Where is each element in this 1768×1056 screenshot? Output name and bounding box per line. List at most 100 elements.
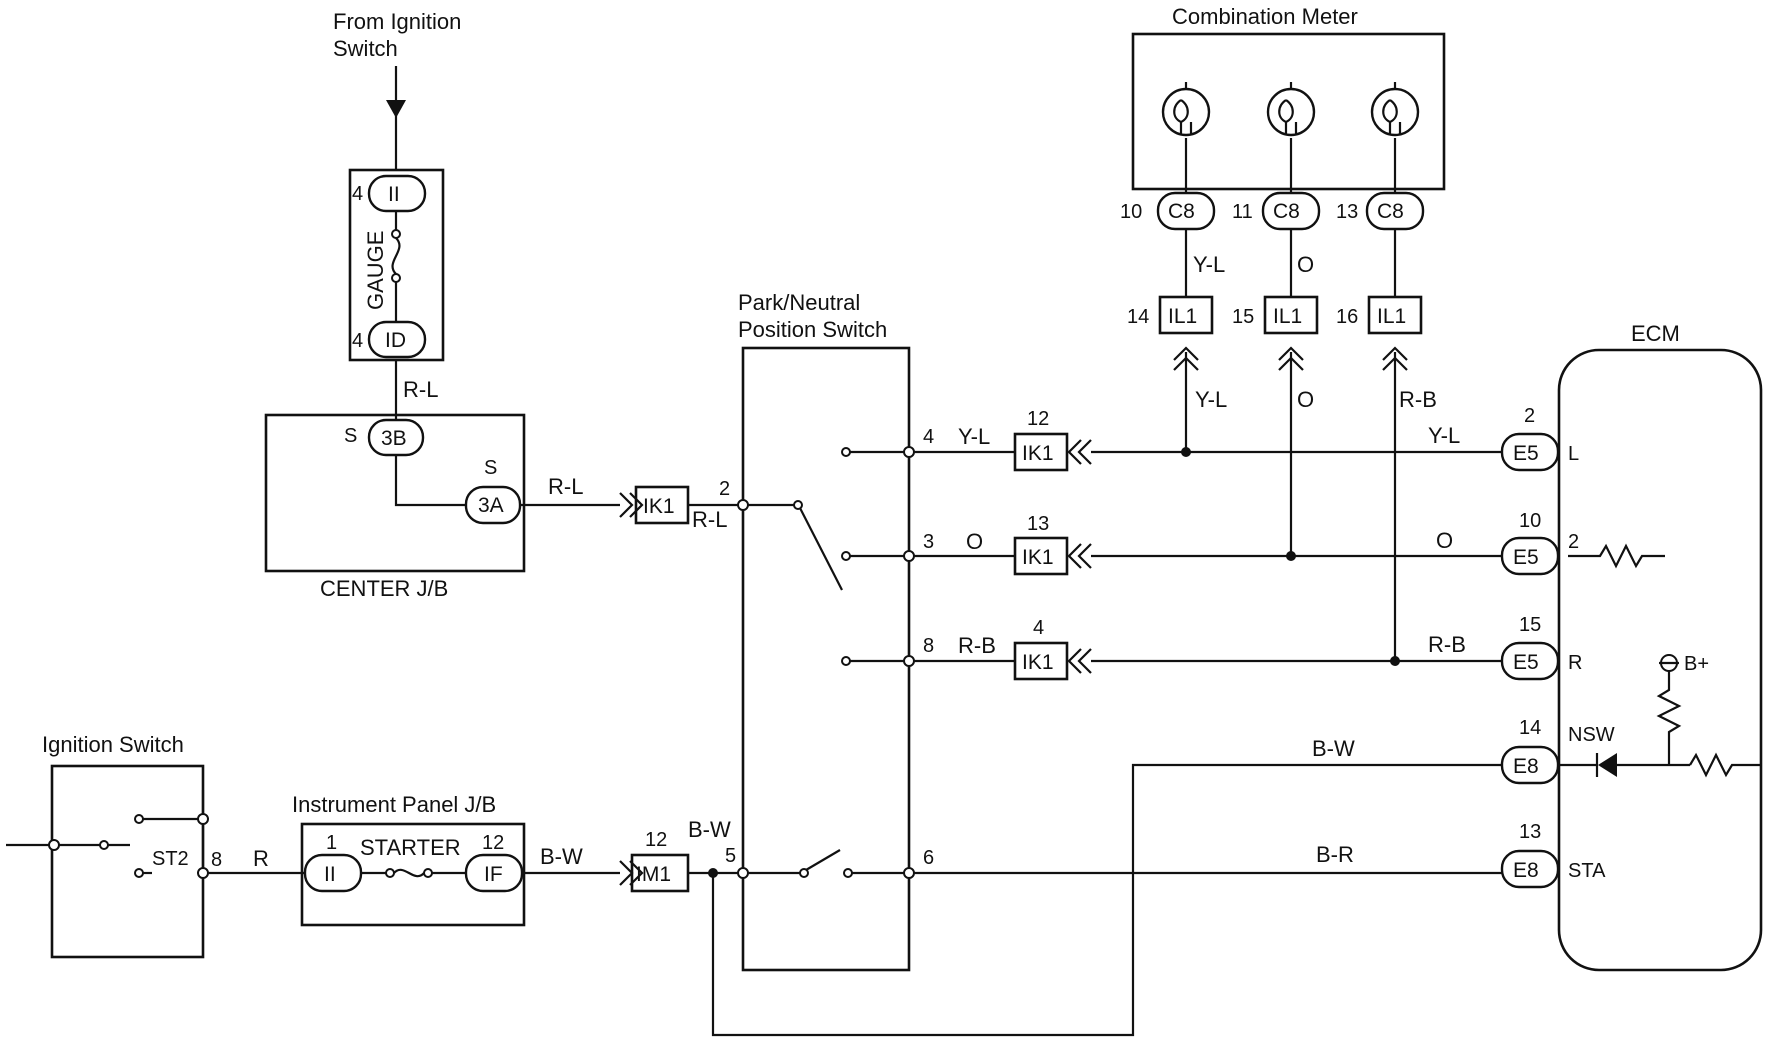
svg-text:B-W: B-W: [540, 844, 583, 869]
svg-text:IK1: IK1: [1022, 546, 1054, 569]
svg-text:R: R: [1568, 652, 1582, 674]
bw-loop-wire: [711, 763, 1502, 1037]
from-ignition-label: From Ignition Switch: [333, 9, 461, 61]
svg-text:CENTER J/B: CENTER J/B: [320, 576, 448, 601]
svg-text:10: 10: [1519, 510, 1541, 532]
svg-text:C8: C8: [1168, 200, 1195, 223]
svg-text:3A: 3A: [478, 494, 504, 517]
svg-text:11: 11: [1232, 201, 1253, 223]
svg-text:4: 4: [352, 183, 363, 205]
svg-text:8: 8: [923, 635, 934, 657]
svg-text:NSW: NSW: [1568, 724, 1615, 746]
svg-text:IK1: IK1: [643, 495, 675, 518]
svg-text:14: 14: [1519, 717, 1541, 739]
svg-text:ID: ID: [385, 329, 406, 352]
ik1-connector-13: 13 IK1: [1013, 513, 1092, 576]
svg-text:II: II: [324, 863, 336, 886]
svg-text:B-W: B-W: [688, 817, 731, 842]
svg-text:IK1: IK1: [1022, 442, 1054, 465]
svg-text:R-L: R-L: [692, 507, 727, 532]
svg-text:O: O: [1297, 387, 1314, 412]
svg-text:13: 13: [1027, 513, 1049, 535]
svg-text:R-B: R-B: [1399, 387, 1437, 412]
svg-text:3: 3: [923, 531, 934, 553]
svg-text:15: 15: [1232, 306, 1254, 328]
svg-text:R-B: R-B: [1428, 632, 1466, 657]
svg-text:IM1: IM1: [636, 863, 671, 886]
svg-text:C8: C8: [1377, 200, 1404, 223]
svg-text:2: 2: [1524, 405, 1535, 427]
svg-text:2: 2: [1568, 531, 1579, 553]
combination-meter: Combination Meter: [1131, 4, 1446, 193]
gauge-fuse-box: 4 II GAUGE 4 ID: [348, 168, 445, 362]
chevron-connector: [619, 492, 644, 518]
svg-text:5: 5: [725, 845, 736, 867]
svg-text:Instrument Panel J/B: Instrument Panel J/B: [292, 792, 496, 817]
svg-text:Combination Meter: Combination Meter: [1172, 4, 1358, 29]
svg-text:E8: E8: [1513, 859, 1539, 882]
junction-bw: [708, 868, 718, 878]
svg-text:6: 6: [923, 847, 934, 869]
svg-text:L: L: [1568, 443, 1579, 465]
svg-text:E5: E5: [1513, 546, 1539, 569]
svg-text:ST2: ST2: [152, 848, 189, 870]
svg-text:IL1: IL1: [1168, 305, 1197, 328]
svg-text:E5: E5: [1513, 442, 1539, 465]
svg-text:GAUGE: GAUGE: [363, 231, 388, 310]
svg-text:14: 14: [1127, 306, 1149, 328]
svg-text:S: S: [344, 425, 357, 447]
svg-text:Ignition Switch: Ignition Switch: [42, 732, 184, 757]
svg-text:STA: STA: [1568, 860, 1606, 882]
svg-text:E5: E5: [1513, 651, 1539, 674]
svg-text:13: 13: [1519, 821, 1541, 843]
svg-text:B-W: B-W: [1312, 736, 1355, 761]
bulb-icon: [1161, 87, 1211, 137]
svg-text:Switch: Switch: [333, 36, 398, 61]
svg-text:R: R: [253, 846, 269, 871]
svg-text:12: 12: [645, 829, 667, 851]
svg-text:B+: B+: [1684, 653, 1709, 675]
svg-text:13: 13: [1336, 201, 1358, 223]
svg-text:1: 1: [326, 832, 337, 854]
park-neutral-switch: Park/Neutral Position Switch 4 3 8 5 6: [725, 290, 934, 972]
bulb-icon: [1370, 87, 1420, 137]
ignition-switch: Ignition Switch ST2 8: [6, 732, 222, 959]
il1-connectors: 14 IL1 15 IL1 16 IL1: [1127, 295, 1423, 335]
ik1-connector-12: 12 IK1: [1013, 408, 1092, 472]
svg-text:2: 2: [719, 478, 730, 500]
svg-text:10: 10: [1120, 201, 1142, 223]
svg-text:O: O: [1297, 252, 1314, 277]
svg-text:4: 4: [352, 330, 363, 352]
svg-text:Position Switch: Position Switch: [738, 317, 887, 342]
svg-text:R-L: R-L: [548, 474, 583, 499]
c8-connectors: 10 C8 11 C8 13 C8: [1120, 191, 1425, 231]
svg-text:4: 4: [1033, 617, 1044, 639]
ecm-block: ECM 2 E5 L 10 E5 2 15 E5 R B+ 14 E8 NSW …: [1500, 321, 1763, 972]
svg-text:4: 4: [923, 426, 934, 448]
svg-text:8: 8: [211, 849, 222, 871]
svg-text:R-B: R-B: [958, 633, 996, 658]
svg-text:Y-L: Y-L: [1193, 252, 1225, 277]
svg-text:IF: IF: [484, 863, 503, 886]
svg-text:STARTER: STARTER: [360, 835, 461, 860]
svg-text:IL1: IL1: [1273, 305, 1302, 328]
ignition-feed-arrow: [386, 100, 406, 118]
svg-text:B-R: B-R: [1316, 842, 1354, 867]
svg-text:ECM: ECM: [1631, 321, 1680, 346]
svg-text:E8: E8: [1513, 755, 1539, 778]
svg-text:12: 12: [1027, 408, 1049, 430]
ik1-connector-4: 4 IK1: [1013, 617, 1092, 681]
instrument-panel-jb: Instrument Panel J/B 1 II STARTER 12 IF: [292, 792, 526, 927]
svg-text:16: 16: [1336, 306, 1358, 328]
svg-text:12: 12: [482, 832, 504, 854]
svg-text:O: O: [1436, 528, 1453, 553]
svg-text:Park/Neutral: Park/Neutral: [738, 290, 860, 315]
svg-text:S: S: [484, 457, 497, 479]
svg-text:From Ignition: From Ignition: [333, 9, 461, 34]
svg-text:C8: C8: [1273, 200, 1300, 223]
svg-text:R-L: R-L: [403, 377, 438, 402]
svg-text:3B: 3B: [381, 427, 407, 450]
svg-text:O: O: [966, 529, 983, 554]
center-jb: S 3B S 3A CENTER J/B: [264, 413, 526, 601]
